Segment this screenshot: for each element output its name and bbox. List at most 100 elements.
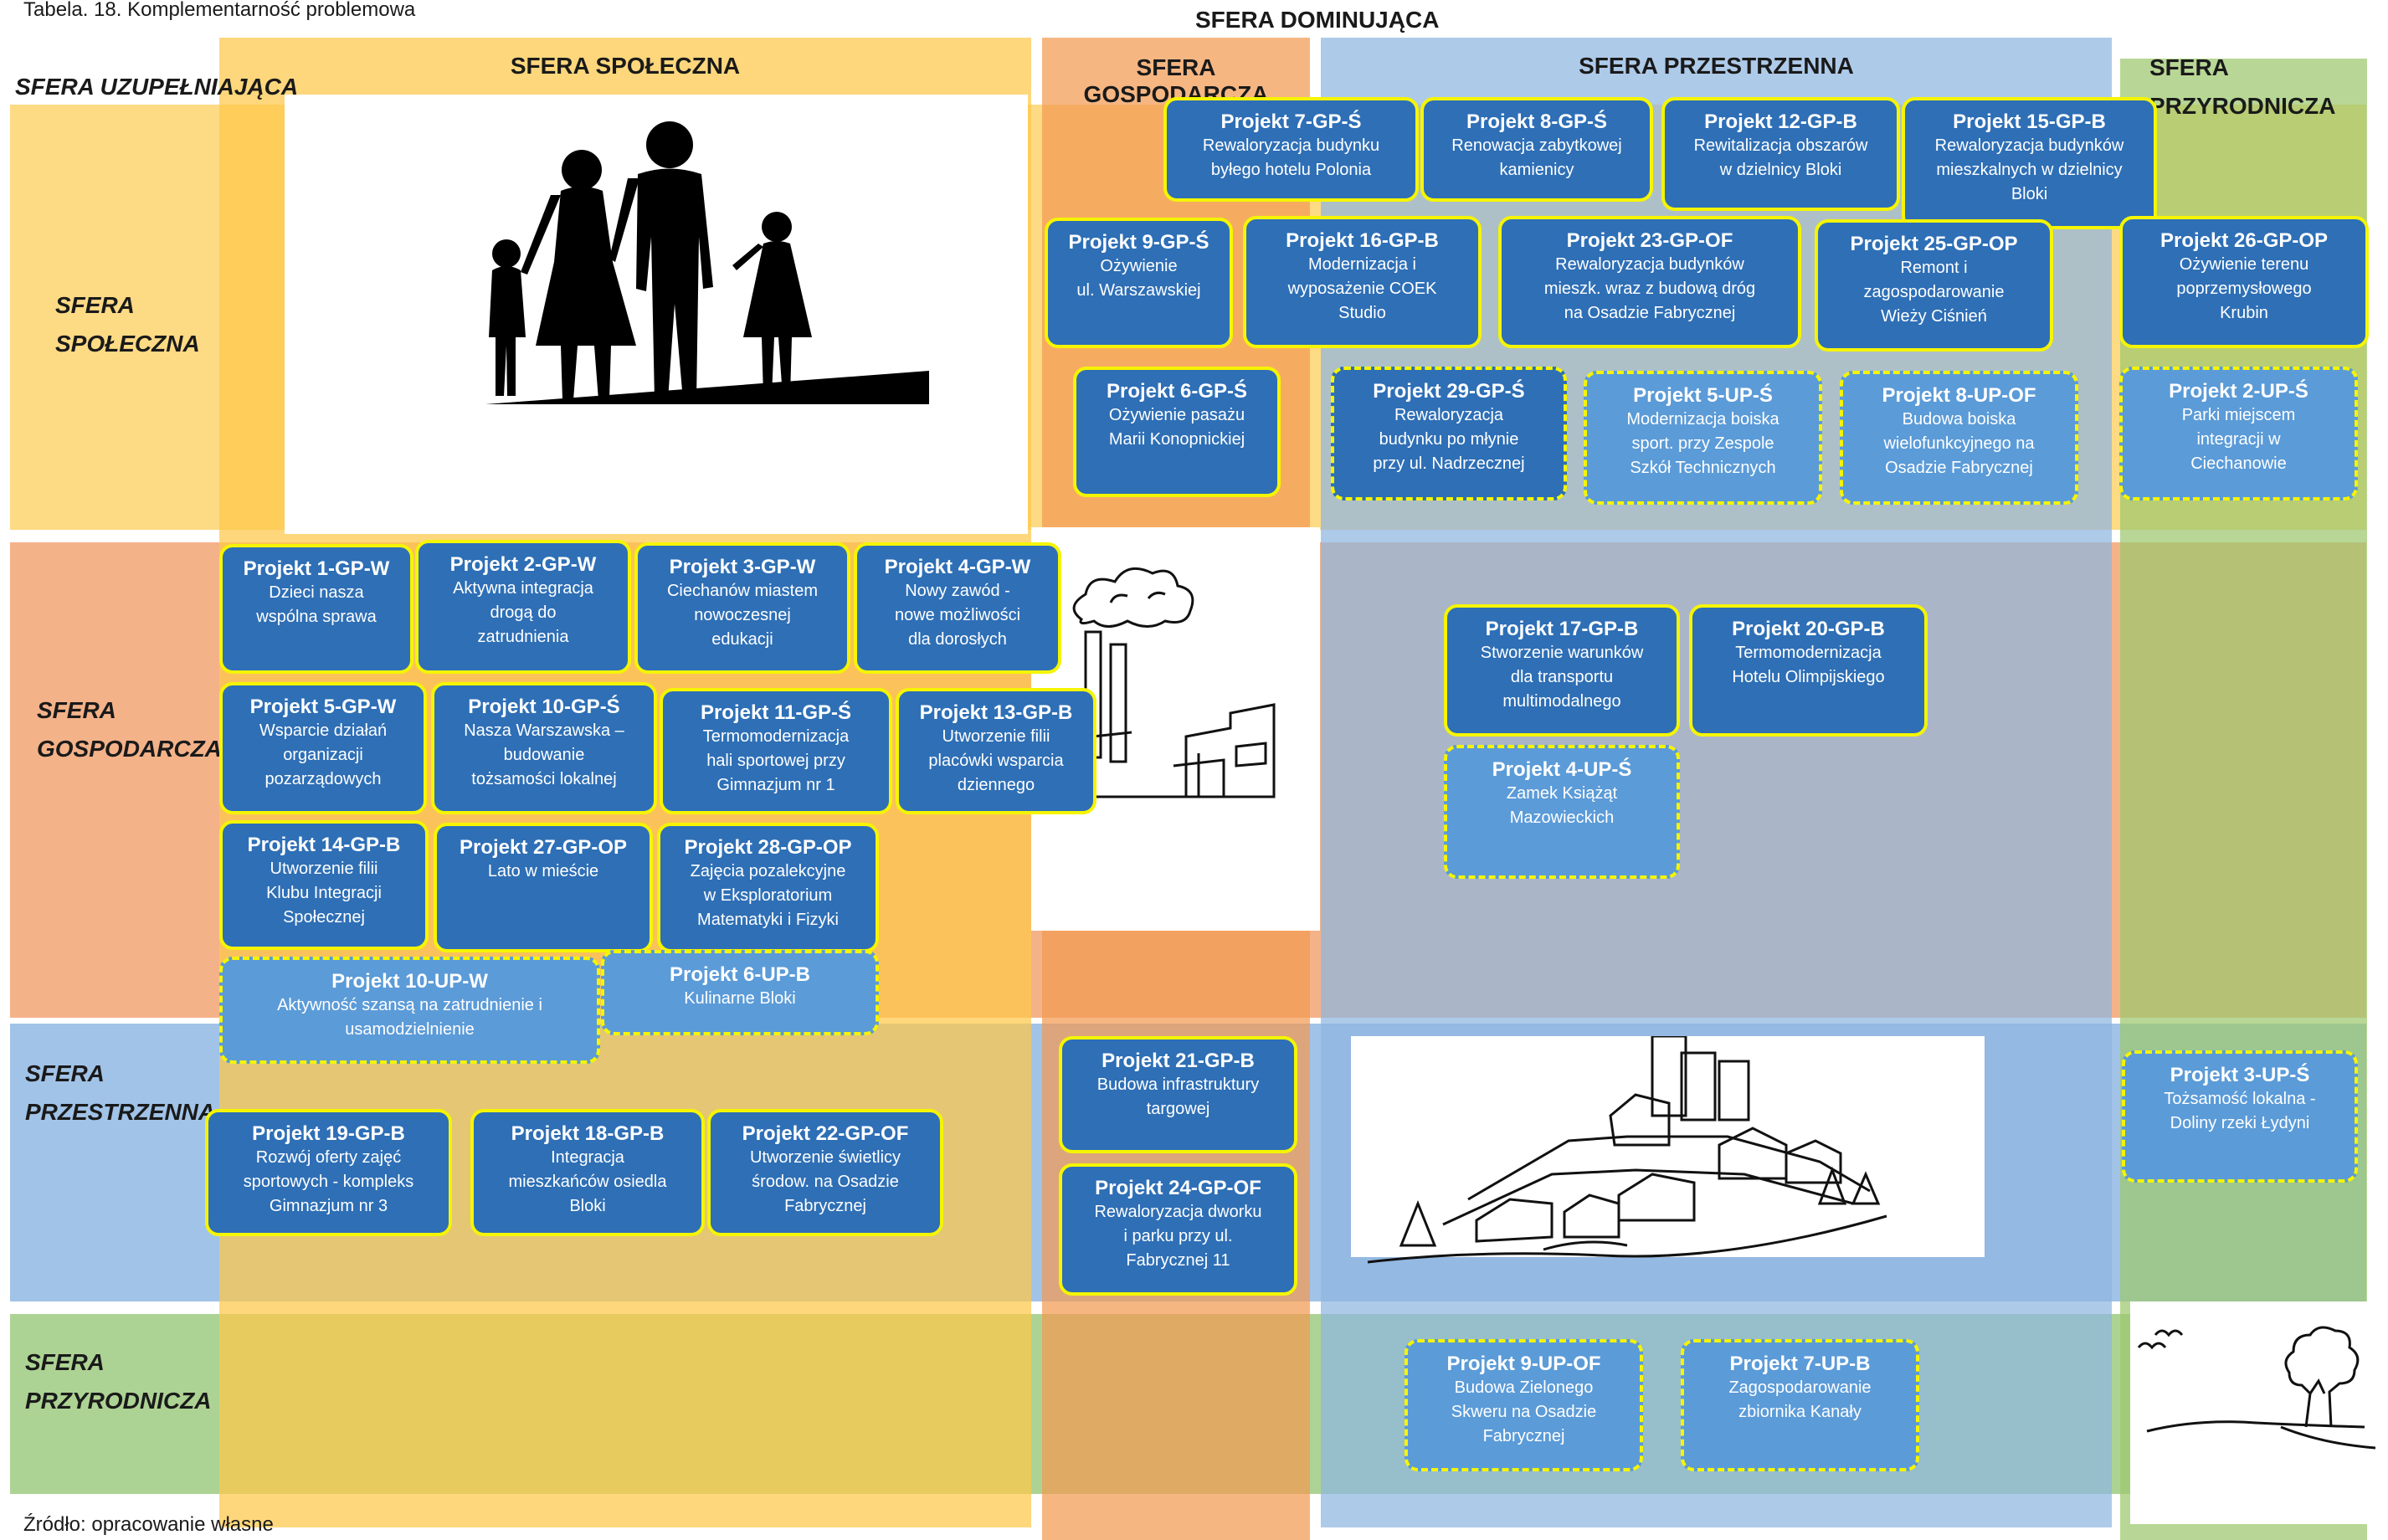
project-title: Projekt 3-UP-Ś xyxy=(2170,1064,2310,1086)
project-description: Budowa boiska wielofunkcyjnego na Osadzi… xyxy=(1883,410,2035,477)
project-13-gp-b[interactable]: Projekt 13-GP-B Utworzenie filii placówki… xyxy=(896,688,1096,814)
complementary-sphere-heading: SFERA UZUPEŁNIAJĄCA xyxy=(15,74,299,100)
tree-birds-icon xyxy=(2130,1301,2376,1524)
project-title: Projekt 10-UP-W xyxy=(331,970,488,993)
town-sketch-icon xyxy=(1351,1034,1985,1264)
project-title: Projekt 23-GP-OF xyxy=(1566,229,1733,252)
project-5-gp-w[interactable]: Projekt 5-GP-W Wsparcie działań organizac… xyxy=(219,682,427,814)
project-description: Rozwój oferty zajęć sportowych - komplek… xyxy=(243,1148,414,1215)
project-description: Zagospodarowanie zbiornika Kanały xyxy=(1728,1378,1872,1421)
project-title: Projekt 3-GP-W xyxy=(669,556,816,578)
project-12-gp-b[interactable]: Projekt 12-GP-B Rewitalizacja obszarów w … xyxy=(1661,97,1900,211)
project-description: Termomodernizacja hali sportowej przy Gi… xyxy=(702,727,850,794)
table-caption: Tabela. 18. Komplementarność problemowa xyxy=(23,0,416,21)
project-title: Projekt 20-GP-B xyxy=(1732,618,1885,640)
project-description: Kulinarne Bloki xyxy=(684,989,796,1008)
project-description: Ożywienie ul. Warszawskiej xyxy=(1076,257,1201,300)
project-title: Projekt 8-UP-OF xyxy=(1882,384,2036,407)
project-title: Projekt 18-GP-B xyxy=(511,1122,665,1145)
project-title: Projekt 4-GP-W xyxy=(884,556,1031,578)
project-title: Projekt 8-GP-Ś xyxy=(1466,110,1608,133)
project-description: Rewaloryzacja dworku i parku przy ul. Fa… xyxy=(1094,1203,1262,1270)
project-title: Projekt 27-GP-OP xyxy=(459,836,628,859)
project-title: Projekt 7-UP-B xyxy=(1729,1353,1871,1375)
column-header-spoleczna: SFERA SPOŁECZNA xyxy=(510,53,741,79)
project-description: Zajęcia pozalekcyjne w Eksploratorium Ma… xyxy=(690,862,846,929)
project-3-gp-w[interactable]: Projekt 3-GP-W Ciechanów miastem nowoczes… xyxy=(634,542,850,674)
project-description: Renowacja zabytkowej kamienicy xyxy=(1451,136,1622,179)
project-4-gp-w[interactable]: Projekt 4-GP-W Nowy zawód - nowe możliwoś… xyxy=(854,542,1061,674)
project-description: Utworzenie filii placówki wsparcia dzien… xyxy=(928,727,1064,794)
project-title: Projekt 10-GP-Ś xyxy=(468,696,620,718)
project-description: Aktywna integracja drogą do zatrudnienia xyxy=(453,579,593,646)
project-title: Projekt 4-UP-Ś xyxy=(1492,758,1632,781)
project-6-up-b[interactable]: Projekt 6-UP-B Kulinarne Bloki xyxy=(601,950,879,1035)
project-title: Projekt 5-GP-W xyxy=(249,696,397,718)
project-title: Projekt 25-GP-OP xyxy=(1850,233,2018,255)
project-description: Nasza Warszawska – budowanie tożsamości … xyxy=(464,721,624,788)
dominant-sphere-heading: SFERA DOMINUJĄCA xyxy=(1195,7,1440,33)
project-7-up-b[interactable]: Projekt 7-UP-B Zagospodarowanie zbiornika… xyxy=(1681,1339,1919,1471)
project-description: Termomodernizacja Hotelu Olimpijskiego xyxy=(1732,644,1885,686)
project-title: Projekt 14-GP-B xyxy=(247,834,401,856)
project-title: Projekt 9-UP-OF xyxy=(1446,1353,1601,1375)
project-description: Ciechanów miastem nowoczesnej edukacji xyxy=(666,582,819,649)
project-27-gp-op[interactable]: Projekt 27-GP-OP Lato w mieście xyxy=(434,823,653,952)
project-title: Projekt 13-GP-B xyxy=(919,701,1073,724)
project-6-gp-s[interactable]: Projekt 6-GP-Ś Ożywienie pasażu Marii Kon… xyxy=(1073,367,1281,497)
project-description: Budowa Zielonego Skweru na Osadzie Fabry… xyxy=(1451,1378,1597,1445)
project-description: Dzieci nasza wspólna sprawa xyxy=(256,583,377,626)
project-description: Tożsamość lokalna - Doliny rzeki Łydyni xyxy=(2164,1090,2316,1132)
column-header-przyrodnicza: SFERA PRZYRODNICZA xyxy=(2149,54,2336,119)
project-description: Ożywienie pasażu Marii Konopnickiej xyxy=(1108,406,1245,449)
project-description: Nowy zawód - nowe możliwości dla dorosły… xyxy=(894,582,1021,649)
project-9-up-of[interactable]: Projekt 9-UP-OF Budowa Zielonego Skweru n… xyxy=(1405,1339,1643,1471)
project-8-up-of[interactable]: Projekt 8-UP-OF Budowa boiska wielofunkcy… xyxy=(1840,371,2078,505)
project-3-up-s[interactable]: Projekt 3-UP-Ś Tożsamość lokalna - Doliny… xyxy=(2122,1050,2358,1183)
row-label-przyrodnicza: SFERA PRZYRODNICZA xyxy=(25,1349,212,1414)
project-title: Projekt 1-GP-W xyxy=(243,557,390,580)
project-title: Projekt 12-GP-B xyxy=(1704,110,1857,133)
project-description: Rewitalizacja obszarów w dzielnicy Bloki xyxy=(1693,136,1868,179)
project-title: Projekt 6-UP-B xyxy=(669,963,811,986)
project-description: Utworzenie świetlicy środow. na Osadzie … xyxy=(749,1148,901,1215)
project-8-gp-s[interactable]: Projekt 8-GP-Ś Renowacja zabytkowej kamie… xyxy=(1420,97,1653,202)
column-header-przestrzenna: SFERA PRZESTRZENNA xyxy=(1579,53,1854,79)
project-title: Projekt 17-GP-B xyxy=(1485,618,1639,640)
row-label-spoleczna: SFERA SPOŁECZNA xyxy=(55,292,200,357)
row-label-przestrzenna: SFERA PRZESTRZENNA xyxy=(25,1060,216,1125)
project-title: Projekt 6-GP-Ś xyxy=(1106,380,1248,403)
project-description: Rewaloryzacja budynków mieszkalnych w dz… xyxy=(1934,136,2124,203)
project-description: Wsparcie działań organizacji pozarządowy… xyxy=(259,721,388,788)
project-10-gp-s[interactable]: Projekt 10-GP-Ś Nasza Warszawska – budowa… xyxy=(431,682,657,814)
project-1-gp-w[interactable]: Projekt 1-GP-W Dzieci nasza wspólna spraw… xyxy=(219,544,413,674)
project-description: Budowa infrastruktury targowej xyxy=(1096,1075,1260,1118)
project-description: Modernizacja boiska sport. przy Zespole … xyxy=(1626,410,1779,477)
project-20-gp-b[interactable]: Projekt 20-GP-B Termomodernizacja Hotelu … xyxy=(1689,604,1928,737)
project-description: Rewaloryzacja budynku po młynie przy ul.… xyxy=(1373,406,1525,473)
project-description: Lato w mieście xyxy=(487,862,599,880)
project-title: Projekt 26-GP-OP xyxy=(2159,229,2329,252)
